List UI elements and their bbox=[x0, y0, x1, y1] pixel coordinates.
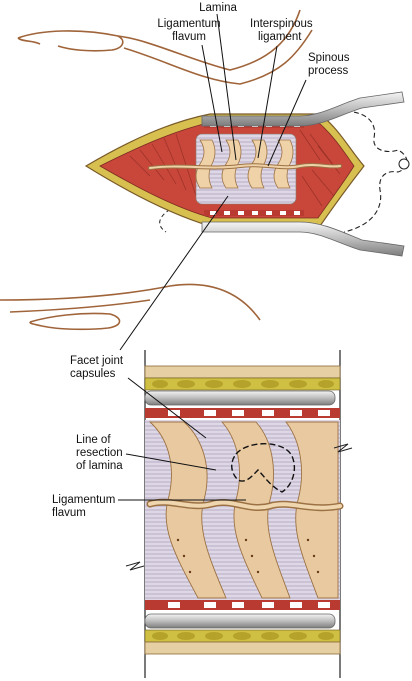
label-interspinous-line1: Interspinous bbox=[250, 18, 313, 30]
detail-skin-bottom bbox=[144, 641, 341, 655]
detail-view bbox=[118, 350, 353, 678]
label-interspinous-line2: ligament bbox=[258, 31, 302, 43]
fat-lobules-bottom bbox=[152, 632, 334, 640]
break-mark-right bbox=[333, 443, 353, 453]
detail-spinous-highlight bbox=[148, 500, 342, 510]
label-facet-line2: capsules bbox=[70, 368, 116, 380]
retractor-rod-bottom bbox=[201, 221, 405, 257]
label-lig-flavum-line2: flavum bbox=[52, 507, 86, 519]
detail-skin-top bbox=[144, 365, 341, 379]
label-lig-flavum-line1: Ligamentum bbox=[52, 494, 116, 506]
top-operative-view bbox=[0, 9, 410, 351]
muscle-striations bbox=[129, 129, 341, 207]
left-hand-upper-outline bbox=[17, 30, 124, 52]
lamina-pits bbox=[176, 538, 320, 574]
resection-line bbox=[231, 443, 296, 493]
retractor-teeth-bottom bbox=[204, 210, 304, 216]
label-facet-line1: Facet joint bbox=[70, 355, 124, 367]
top-leader-lines bbox=[119, 13, 307, 351]
detail-retractor-top bbox=[144, 390, 336, 406]
spinous-process-highlight bbox=[149, 164, 341, 169]
arm-upper-outline bbox=[117, 9, 313, 85]
dashed-body-outline bbox=[329, 110, 408, 233]
label-lamina: Lamina bbox=[199, 2, 237, 14]
arm-lower-outline bbox=[0, 283, 261, 321]
label-ligamentum-flavum-line2: flavum bbox=[172, 31, 206, 43]
break-mark-left bbox=[125, 561, 145, 571]
label-spinous-line1: Spinous bbox=[308, 52, 350, 64]
left-hand-lower-outline bbox=[29, 312, 121, 331]
retractor-rod-top bbox=[201, 91, 405, 127]
detail-leader-lines bbox=[118, 377, 246, 501]
label-resection-line1: Line of bbox=[76, 434, 111, 446]
label-spinous-line2: process bbox=[308, 65, 349, 77]
detail-teeth-bottom bbox=[145, 600, 340, 610]
dashed-outline-knob bbox=[398, 158, 410, 170]
detail-retractor-bottom bbox=[144, 613, 336, 629]
label-resection-line3: of lamina bbox=[76, 460, 123, 472]
fat-lobules-top bbox=[152, 380, 334, 388]
label-resection-line2: resection bbox=[76, 447, 123, 459]
label-ligamentum-flavum-line1: Ligamentum bbox=[157, 18, 221, 30]
